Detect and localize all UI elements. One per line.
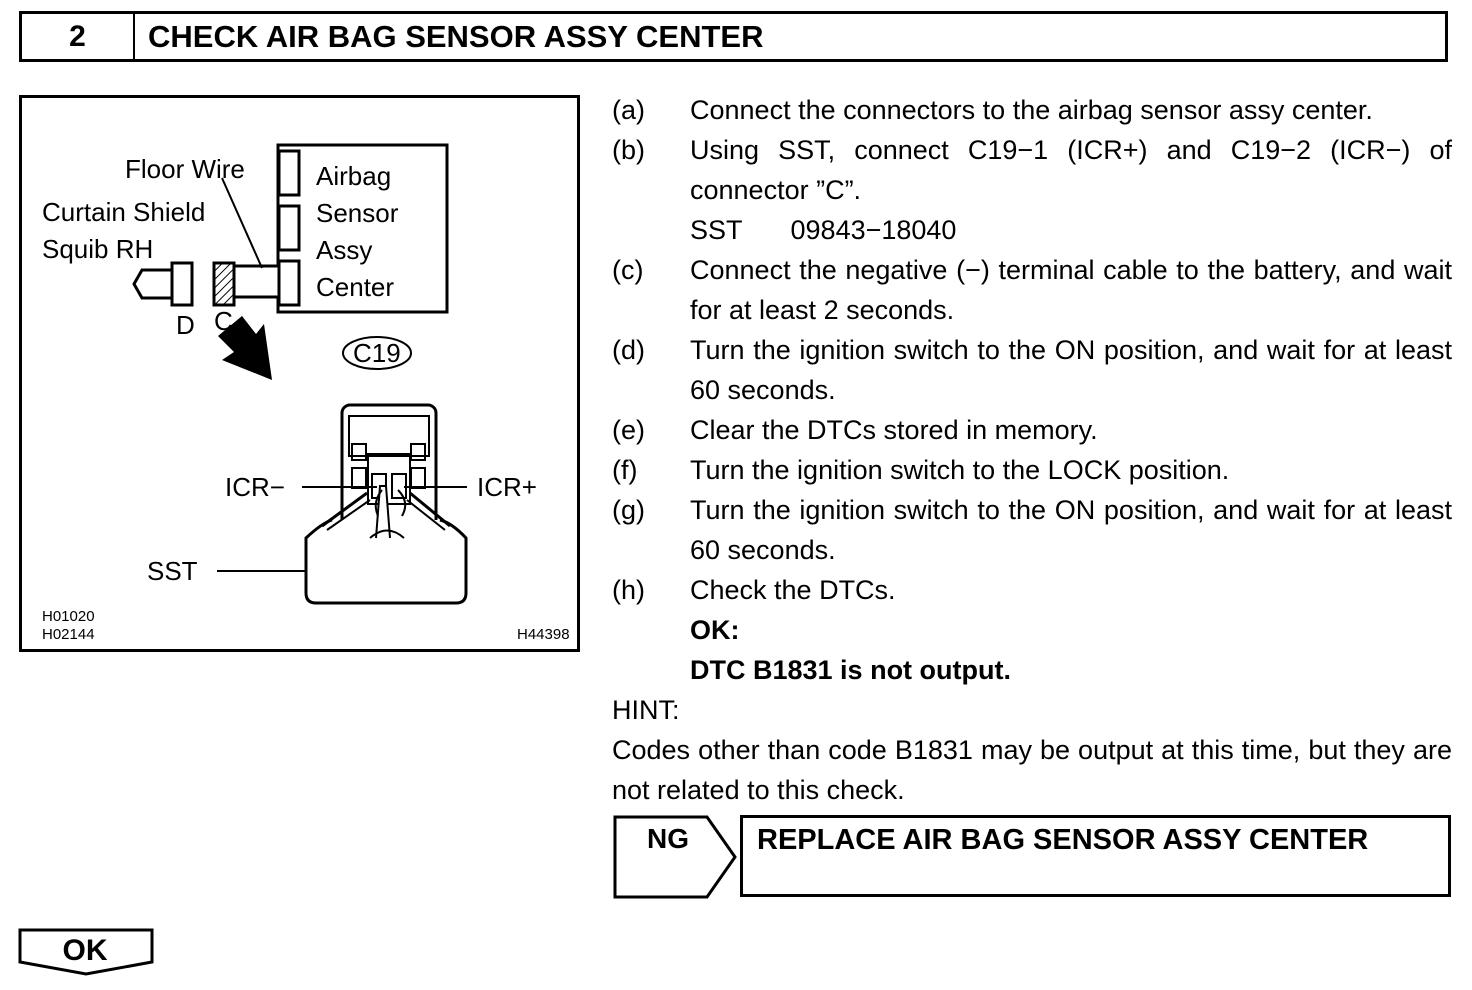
airbag-label-line: Assy <box>316 235 372 265</box>
floor-wire-label: Floor Wire <box>125 154 245 184</box>
step-d: (d) Turn the ignition switch to the ON p… <box>612 330 1452 410</box>
step-label: (b) <box>612 135 645 165</box>
sst-label: SST <box>147 556 198 586</box>
curtain-shield-label: Curtain Shield <box>42 197 205 227</box>
step-g: (g) Turn the ignition switch to the ON p… <box>612 490 1452 570</box>
step-h: (h) Check the DTCs. <box>612 570 1452 610</box>
ng-action-text: REPLACE AIR BAG SENSOR ASSY CENTER <box>757 824 1369 856</box>
step-a: (a) Connect the connectors to the airbag… <box>612 90 1452 130</box>
step-text: Turn the ignition switch to the LOCK pos… <box>690 455 1230 485</box>
step-label: (g) <box>612 495 645 525</box>
squib-rh-label: Squib RH <box>42 234 153 264</box>
icr-plus-label: ICR+ <box>477 472 537 502</box>
sst-part-number: 09843−18040 <box>790 215 957 245</box>
ng-label: NG <box>647 823 689 854</box>
connector-c <box>212 261 236 307</box>
ng-branch-tag[interactable]: NG <box>613 815 739 899</box>
ok-label: OK <box>62 934 108 967</box>
step-text: Turn the ignition switch to the ON posit… <box>690 335 1452 405</box>
procedure-steps: (a) Connect the connectors to the airbag… <box>612 90 1452 810</box>
ng-tag-shape <box>613 815 737 899</box>
icr-minus-label: ICR− <box>225 472 285 502</box>
hint-label: HINT: <box>612 695 680 725</box>
step-label: (h) <box>612 575 645 605</box>
step-text: Connect the negative (−) terminal cable … <box>690 255 1452 325</box>
figure-code: H44398 <box>517 626 570 643</box>
step-header: 2 CHECK AIR BAG SENSOR ASSY CENTER <box>19 11 1448 62</box>
connector-d-label: D <box>176 310 195 340</box>
connector-id-oval <box>342 336 412 370</box>
connector-id-label: C19 <box>353 338 401 368</box>
sst-part-line: SST 09843−18040 <box>612 210 1452 250</box>
sensor-connector-slot <box>277 149 301 197</box>
step-f: (f) Turn the ignition switch to the LOCK… <box>612 450 1452 490</box>
sensor-connector-slot <box>277 259 301 307</box>
figure-code: H01020 <box>42 608 95 625</box>
step-text: Clear the DTCs stored in memory. <box>690 415 1098 445</box>
step-text: Check the DTCs. <box>690 575 896 605</box>
ok-tag-shape <box>18 928 154 976</box>
ng-action-box: REPLACE AIR BAG SENSOR ASSY CENTER <box>740 815 1451 897</box>
connector-diagram: Floor Wire Curtain Shield Squib RH Airba… <box>19 95 580 652</box>
step-label: (c) <box>612 255 644 285</box>
figure-code: H02144 <box>42 626 95 643</box>
floor-wire-harness <box>232 264 281 299</box>
sst-part-label: SST <box>690 215 743 245</box>
step-label: (e) <box>612 415 645 445</box>
step-c: (c) Connect the negative (−) terminal ca… <box>612 250 1452 330</box>
ok-result-label: OK: <box>690 615 740 645</box>
sst-tool <box>304 518 468 605</box>
step-label: (f) <box>612 455 638 485</box>
direction-arrow <box>218 316 272 380</box>
connector-d <box>170 261 194 307</box>
connector-diagram-svg: Floor Wire Curtain Shield Squib RH Airba… <box>42 143 570 643</box>
airbag-label-line: Center <box>316 272 394 302</box>
floor-wire-leader <box>221 177 263 269</box>
step-title: CHECK AIR BAG SENSOR ASSY CENTER <box>148 18 764 54</box>
step-number: 2 <box>22 14 135 59</box>
step-label: (a) <box>612 95 645 125</box>
step-e: (e) Clear the DTCs stored in memory. <box>612 410 1452 450</box>
ok-result-text: DTC B1831 is not output. <box>690 655 1012 685</box>
sensor-connector-slot <box>277 204 301 252</box>
connector-c-label: C <box>214 306 233 336</box>
hint-text: Codes other than code B1831 may be outpu… <box>612 735 1452 805</box>
airbag-label-line: Airbag <box>316 161 391 191</box>
step-text: Using SST, connect C19−1 (ICR+) and C19−… <box>690 135 1452 205</box>
step-text: Turn the ignition switch to the ON posit… <box>690 495 1452 565</box>
step-label: (d) <box>612 335 645 365</box>
step-text: Connect the connectors to the airbag sen… <box>690 95 1373 125</box>
ok-branch-tag[interactable]: OK <box>18 928 156 978</box>
step-b: (b) Using SST, connect C19−1 (ICR+) and … <box>612 130 1452 210</box>
airbag-label-line: Sensor <box>316 198 399 228</box>
squib-plug <box>132 268 172 300</box>
